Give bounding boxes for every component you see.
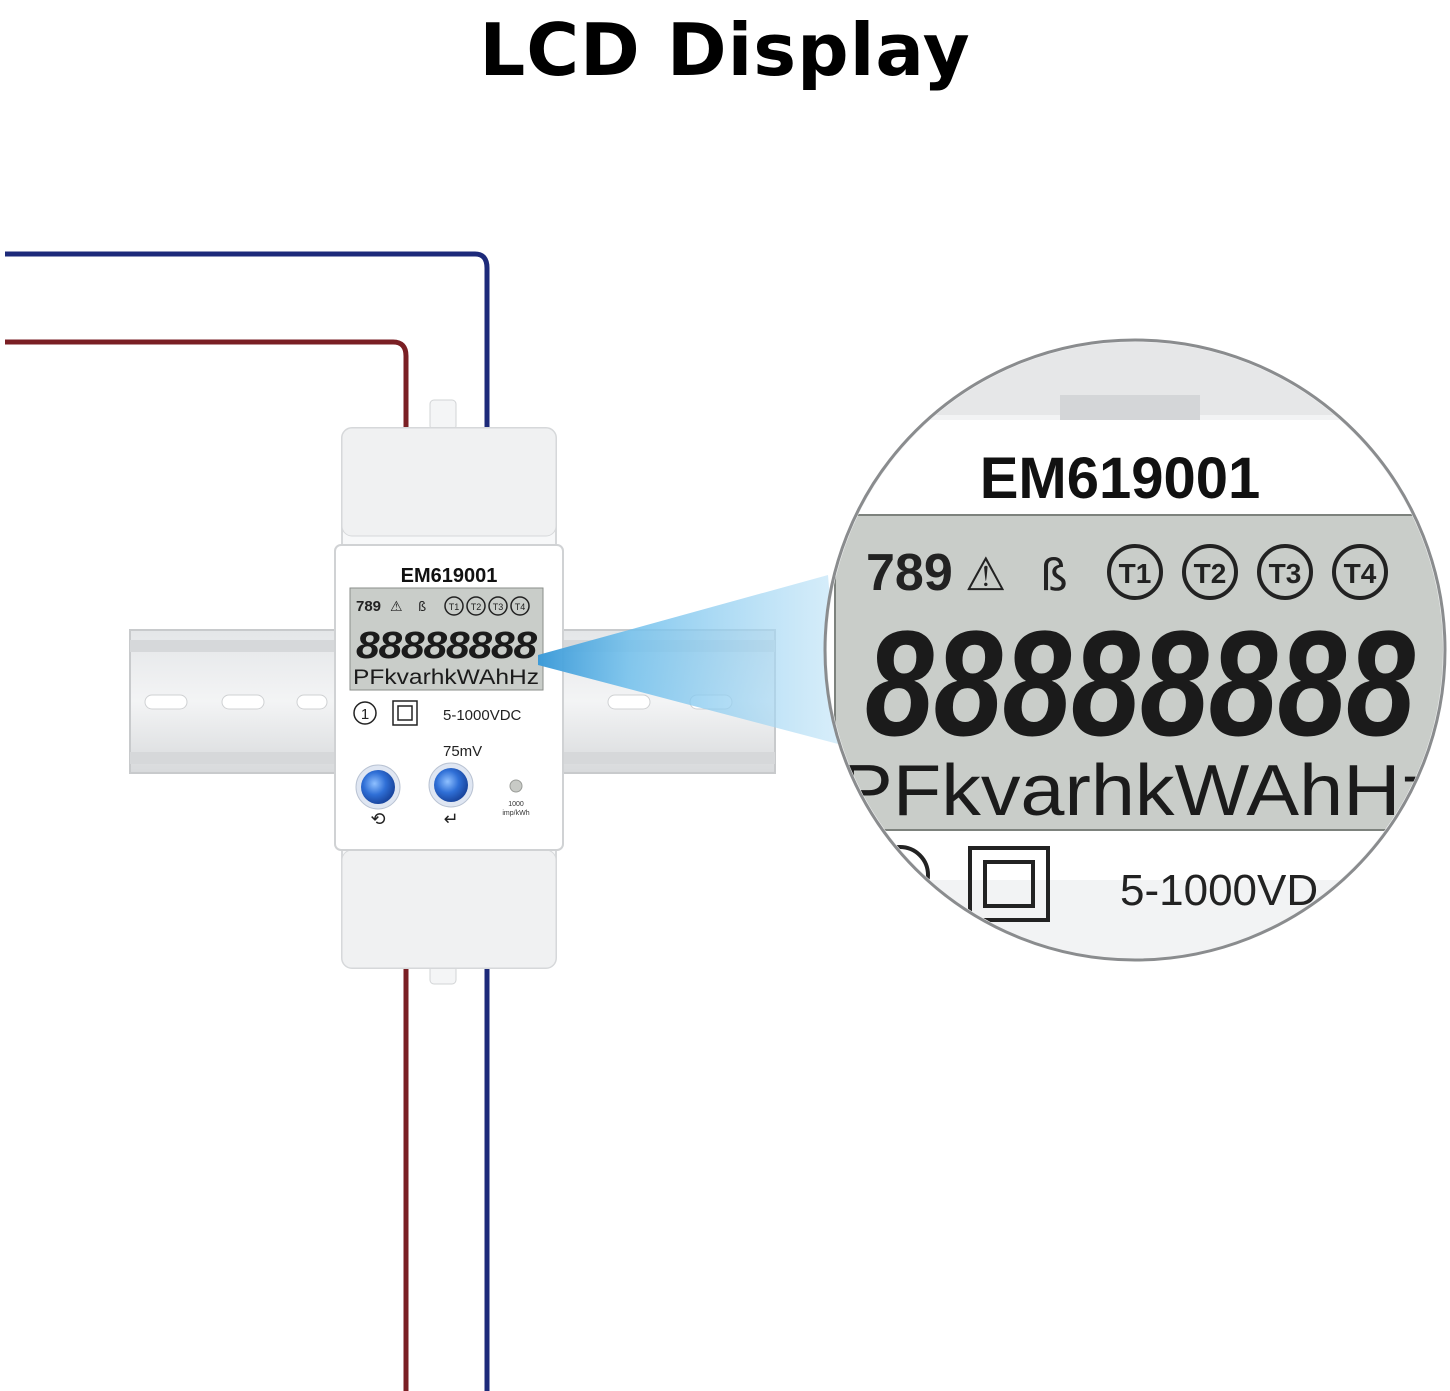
pulse-rate-value: 1000 [508,801,524,808]
callout-beam [538,575,842,745]
zoom-status-row: 789 [866,544,953,602]
tariff-t1 [444,596,464,616]
zoom-double-square-icon [968,846,1050,922]
zoom-tariff-t1-label: T1 [1119,558,1152,589]
shunt-rating: 75mV [443,743,482,760]
meter-lcd: 789 ⚠ ß T1 T2 T3 T4 88888888 PFkvarhkWAh… [349,587,544,691]
zoom-tariff-t3-label: T3 [1269,558,1302,589]
red-wire-top [5,339,409,440]
zoom-tariffs: T1 T2 T3 T4 [1107,544,1388,600]
zoom-tariff-t2 [1182,544,1238,600]
accuracy-class-icon [353,701,377,725]
cycle-arrows-icon: ⟲ [370,809,385,830]
zoom-units: PFkvarhkWAhHz [840,751,1440,831]
blue-wire-top [5,251,490,440]
lcd-units: PFkvarhkWAhHz [353,666,539,689]
lcd-digits: 88888888 [356,625,538,667]
page-title: LCD Display [479,8,971,92]
zoom-battery-icon: ß [1040,550,1068,601]
warning-icon: ⚠ [390,599,403,615]
wires [5,251,490,1391]
tariff-t3 [488,596,508,616]
tariff-t4 [510,596,530,616]
lcd-status-row: 789 [356,598,381,615]
zoom-warning-icon: ⚠ [965,547,1006,601]
zoom-model: EM619001 [980,446,1261,511]
rotate-button[interactable] [355,764,401,810]
battery-icon: ß [418,600,426,615]
tariff-t2 [466,596,486,616]
zoom-tariff-t4 [1332,544,1388,600]
double-square-icon [392,700,418,726]
enter-button[interactable] [428,762,474,808]
enter-return-icon: ↵ [443,809,458,830]
zoom-voltage-range: 5-1000VD [1120,866,1318,915]
meter-model: EM619001 [401,565,498,587]
zoom-digits: 88888888 [865,599,1415,767]
zoom-tariff-t2-label: T2 [1194,558,1227,589]
tariff-t3-label: T3 [493,602,504,612]
pulse-rate-unit: imp/kWh [502,810,529,817]
zoom-tariff-t3 [1257,544,1313,600]
energy-meter: EM619001 789 ⚠ ß T1 T2 T3 T4 88888888 PF… [334,399,564,985]
tariff-t4-label: T4 [515,602,526,612]
zoom-magnifier: EM619001 789 ⚠ ß T1 T2 T3 T4 88888888 PF… [823,338,1447,962]
voltage-range: 5-1000VDC [443,707,522,724]
pulse-led [509,779,523,793]
zoom-tariff-t1 [1107,544,1163,600]
tariff-t1-label: T1 [449,602,460,612]
zoom-tariff-t4-label: T4 [1344,558,1377,589]
tariff-t2-label: T2 [471,602,482,612]
accuracy-class-label: 1 [361,706,369,723]
lcd-tariffs: T1 T2 T3 T4 [444,596,530,616]
